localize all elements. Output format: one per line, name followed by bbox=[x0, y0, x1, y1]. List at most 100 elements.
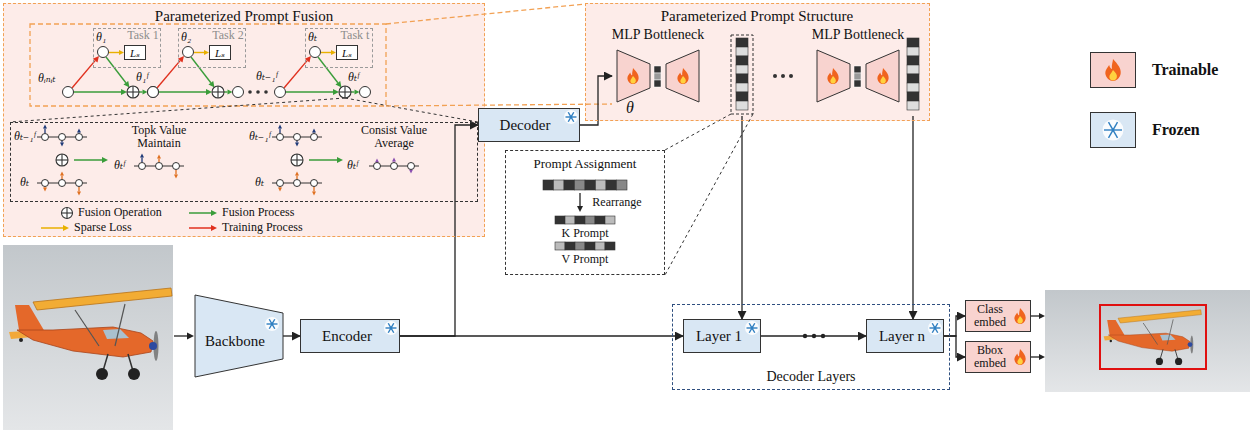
ellipsis-dot bbox=[248, 90, 252, 94]
arrow-shaft bbox=[174, 335, 187, 336]
fusion-circle bbox=[127, 86, 139, 98]
parameter-label: θ₂ bbox=[181, 31, 191, 43]
flame-outer bbox=[827, 68, 838, 84]
flame-inner bbox=[1109, 70, 1117, 80]
decoder-layer-box: Layer 1 bbox=[683, 319, 761, 353]
parameter-label: θₜ₋₁ᶠ bbox=[249, 130, 270, 142]
output-photo bbox=[1045, 290, 1250, 392]
arrow-shaft bbox=[321, 52, 331, 53]
legend-item: Fusion Operation bbox=[60, 206, 162, 220]
spinner bbox=[149, 342, 157, 350]
fusion-cross bbox=[296, 154, 297, 166]
node-text: Decoder bbox=[500, 117, 551, 134]
wing bbox=[33, 288, 172, 310]
fusion-circle bbox=[212, 86, 224, 98]
snowflake-icon bbox=[564, 110, 578, 124]
legend-item: Frozen bbox=[1090, 112, 1200, 148]
k-prompt-cell bbox=[595, 216, 605, 224]
arrow-shaft bbox=[1031, 356, 1039, 357]
flame-inner bbox=[1017, 316, 1023, 324]
flame-icon bbox=[1105, 59, 1120, 81]
node-text: Rearrange bbox=[592, 196, 641, 209]
fusion-cross bbox=[61, 154, 62, 166]
arrow-shaft bbox=[158, 159, 159, 163]
node-text: Topk Value Maintain bbox=[123, 124, 195, 150]
node-text: Task 2 bbox=[212, 29, 244, 42]
panel-fill bbox=[585, 3, 930, 121]
parameter-label: θₜ bbox=[20, 176, 29, 188]
prompt-cell bbox=[907, 74, 919, 83]
fusion-cross bbox=[344, 86, 345, 98]
fuselage bbox=[1108, 333, 1190, 351]
param-node bbox=[408, 163, 415, 170]
param-node bbox=[42, 134, 49, 141]
ellipsis-dot bbox=[256, 90, 260, 94]
arrow-head bbox=[60, 172, 64, 176]
flame-inner bbox=[830, 76, 836, 84]
flame-icon bbox=[1014, 349, 1025, 365]
arrow-head bbox=[375, 159, 379, 163]
parameter-node bbox=[148, 87, 159, 98]
arrow-shaft bbox=[191, 57, 211, 83]
flame-inner bbox=[1017, 357, 1023, 365]
zoom-line bbox=[345, 98, 478, 122]
arrow-shaft bbox=[579, 193, 580, 206]
arrow-shaft bbox=[284, 61, 307, 88]
arrow-shaft bbox=[189, 227, 211, 229]
v-prompt-cell bbox=[595, 242, 605, 250]
cockpit-window bbox=[1160, 334, 1176, 340]
prompt-cell bbox=[543, 180, 554, 190]
bottleneck-cell bbox=[854, 80, 861, 87]
snowflake-ground bbox=[564, 110, 578, 124]
arrow-shaft bbox=[157, 61, 180, 88]
ellipsis-dot bbox=[264, 90, 268, 94]
connector-arrow bbox=[580, 76, 612, 125]
arrow-head bbox=[121, 89, 127, 95]
arrow-shaft bbox=[286, 91, 334, 92]
spinner bbox=[1188, 342, 1193, 347]
legend-item: Sparse Loss bbox=[40, 221, 132, 235]
node-text: Bbox embed bbox=[967, 344, 1013, 370]
k-prompt-cell bbox=[605, 216, 615, 224]
encoder-box: Encoder bbox=[300, 319, 400, 353]
encoder-trapezoid bbox=[617, 50, 650, 102]
wing-strut bbox=[1167, 319, 1173, 344]
parameter-label: θₜ₋₁ᶠ bbox=[14, 130, 35, 142]
bottleneck-cell bbox=[854, 73, 861, 80]
ellipsis-dot bbox=[812, 334, 816, 338]
fusion-operator bbox=[291, 154, 303, 166]
wing-strut bbox=[115, 304, 125, 346]
arrow-head bbox=[123, 81, 129, 88]
decoder-layer-box: Layer n bbox=[866, 319, 944, 353]
chain-frame bbox=[30, 24, 386, 106]
param-node bbox=[391, 163, 398, 170]
node-text: MLP Bottleneck bbox=[812, 27, 904, 42]
flame-outer bbox=[877, 68, 888, 84]
arrow-head bbox=[43, 125, 47, 129]
parameter-label: θ₁ bbox=[96, 31, 106, 43]
legend-item: Fusion Process bbox=[188, 206, 294, 220]
parameter-node bbox=[183, 47, 194, 58]
tail-wheel bbox=[19, 338, 23, 342]
snowflake-icon bbox=[384, 321, 398, 335]
prompt-cell bbox=[736, 65, 748, 74]
snowflake-icon bbox=[745, 321, 759, 335]
snowflake-arm bbox=[1104, 129, 1122, 130]
snowflake-arm bbox=[568, 112, 574, 122]
wing bbox=[1118, 310, 1201, 323]
arrow-head bbox=[174, 175, 178, 179]
snowflake-core bbox=[570, 116, 573, 119]
prompt-frame bbox=[731, 35, 753, 114]
parameter-label: θₜᶠ bbox=[347, 159, 358, 171]
parameter-node bbox=[148, 87, 159, 98]
param-node bbox=[277, 134, 284, 141]
snowflake-arm bbox=[1109, 122, 1118, 138]
connector-arrow bbox=[400, 125, 478, 336]
prompt-cell bbox=[736, 47, 748, 56]
legend-swatch bbox=[1090, 112, 1136, 148]
arrow-head bbox=[337, 157, 343, 163]
arrow-shaft bbox=[61, 176, 62, 180]
arrow-head bbox=[102, 157, 108, 163]
wheel bbox=[96, 368, 108, 380]
decoder-trapezoid bbox=[866, 50, 899, 102]
